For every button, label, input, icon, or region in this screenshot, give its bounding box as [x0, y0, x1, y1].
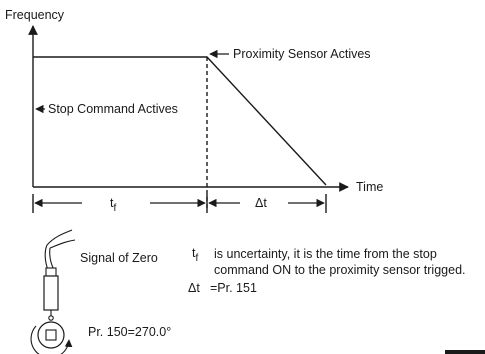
sensor-body	[43, 275, 59, 311]
tf-interval-label: tf	[110, 196, 116, 214]
note-delta-symbol: Δt	[188, 281, 200, 295]
pr150-label: Pr. 150=270.0°	[88, 325, 171, 339]
y-axis-label: Frequency	[5, 8, 65, 22]
sensor-cable-sleeve	[45, 267, 57, 277]
stop-label: Stop Command Actives	[48, 102, 178, 116]
note-tf-line1: is uncertainty, it is the time from the …	[214, 247, 437, 261]
sensor-target-dot	[48, 315, 54, 321]
note-delta-text: =Pr. 151	[210, 281, 257, 295]
sensor-wire-1	[46, 229, 73, 246]
x-axis-label: Time	[356, 180, 383, 194]
proximity-label: Proximity Sensor Actives	[233, 47, 371, 61]
signal-of-zero-label: Signal of Zero	[80, 251, 158, 265]
note-tf-line2: command ON to the proximity sensor trigg…	[214, 263, 466, 277]
corner-tab	[445, 350, 485, 354]
sensor-wire-2	[49, 239, 76, 249]
delta-interval-label: Δt	[255, 196, 267, 210]
disk-hub	[45, 329, 57, 341]
rotation-arrow	[30, 325, 73, 354]
note-tf-symbol: tf	[192, 246, 198, 264]
frequency-profile	[33, 56, 327, 186]
sensor-cable	[44, 244, 55, 271]
